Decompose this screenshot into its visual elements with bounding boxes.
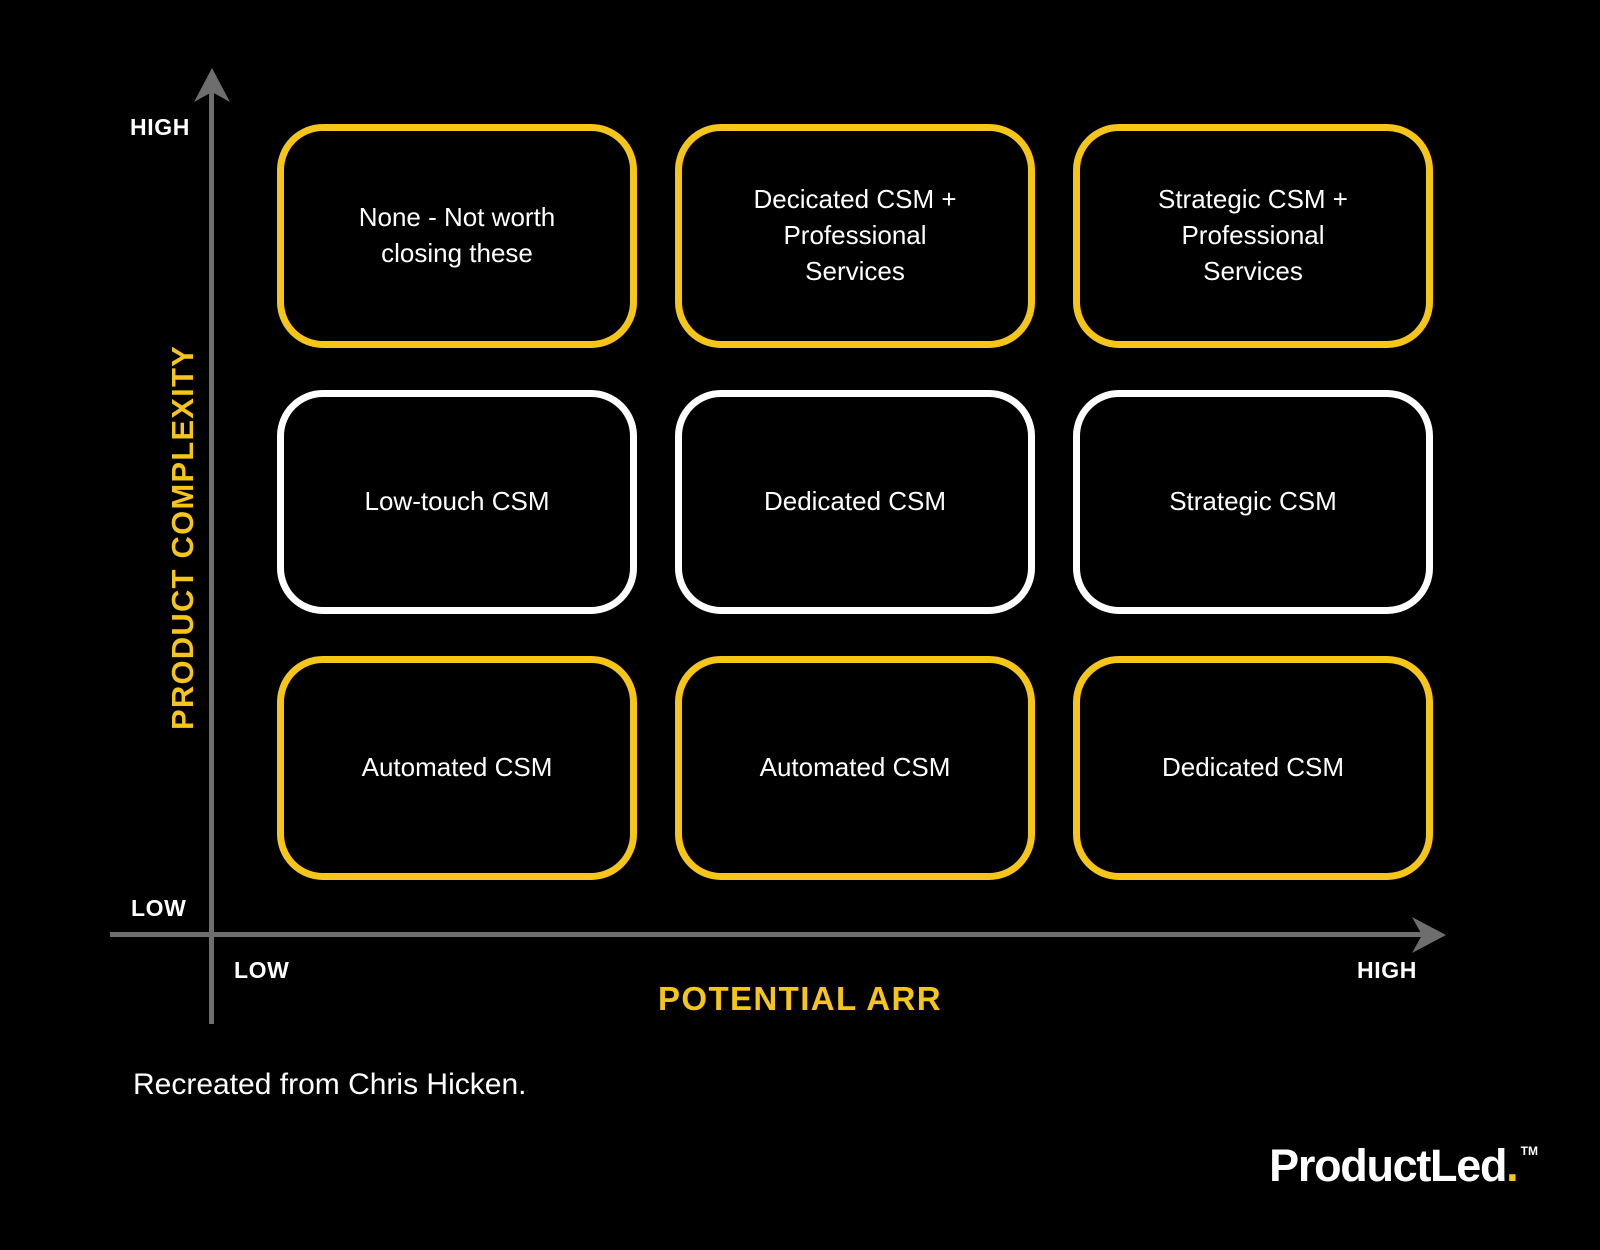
matrix-cell[interactable]: None - Not worth closing these: [277, 124, 637, 348]
matrix-cell-label: Strategic CSM: [1169, 486, 1337, 517]
matrix-cell[interactable]: Automated CSM: [277, 656, 637, 880]
credit-text: Recreated from Chris Hicken.: [133, 1068, 527, 1101]
matrix-cell[interactable]: Dedicated CSM: [1073, 656, 1433, 880]
matrix-cell-label: Dedicated CSM: [763, 486, 947, 517]
productled-logo: ProductLed . TM: [1269, 1143, 1538, 1188]
y-axis-line: [209, 92, 214, 1024]
arrow-up-icon: [190, 66, 234, 110]
x-axis-title: POTENTIAL ARR: [657, 980, 943, 1017]
x-axis-line: [110, 932, 1437, 937]
matrix-cell[interactable]: Automated CSM: [675, 656, 1035, 880]
y-axis-title: PRODUCT COMPLEXITY: [165, 344, 200, 730]
y-axis-low-label: LOW: [131, 895, 187, 921]
y-axis-high-label: HIGH: [130, 114, 190, 140]
logo-trademark-icon: TM: [1520, 1144, 1538, 1158]
matrix-cell-label: Dedicated CSM: [1161, 752, 1345, 783]
matrix-cell[interactable]: Strategic CSM + Professional Services: [1073, 124, 1433, 348]
matrix-cell[interactable]: Dedicated CSM: [675, 390, 1035, 614]
matrix-cell-label: Automated CSM: [759, 752, 951, 783]
logo-dot: .: [1506, 1140, 1519, 1191]
matrix-cell[interactable]: Decicated CSM + Professional Services: [675, 124, 1035, 348]
matrix-grid: None - Not worth closing these Decicated…: [277, 124, 1433, 880]
x-axis-high-label: HIGH: [1357, 957, 1417, 983]
matrix-cell-label: None - Not worth closing these: [358, 202, 556, 268]
matrix-cell[interactable]: Low-touch CSM: [277, 390, 637, 614]
matrix-cell-label: Automated CSM: [361, 752, 553, 783]
matrix-cell[interactable]: Strategic CSM: [1073, 390, 1433, 614]
x-axis-low-label: LOW: [234, 957, 290, 983]
matrix-cell-label: Decicated CSM + Professional Services: [753, 184, 957, 286]
arrow-right-icon: [1404, 913, 1448, 957]
matrix-cell-label: Low-touch CSM: [364, 486, 550, 517]
matrix-cell-label: Strategic CSM + Professional Services: [1157, 184, 1348, 286]
logo-wordmark: ProductLed: [1269, 1140, 1507, 1191]
